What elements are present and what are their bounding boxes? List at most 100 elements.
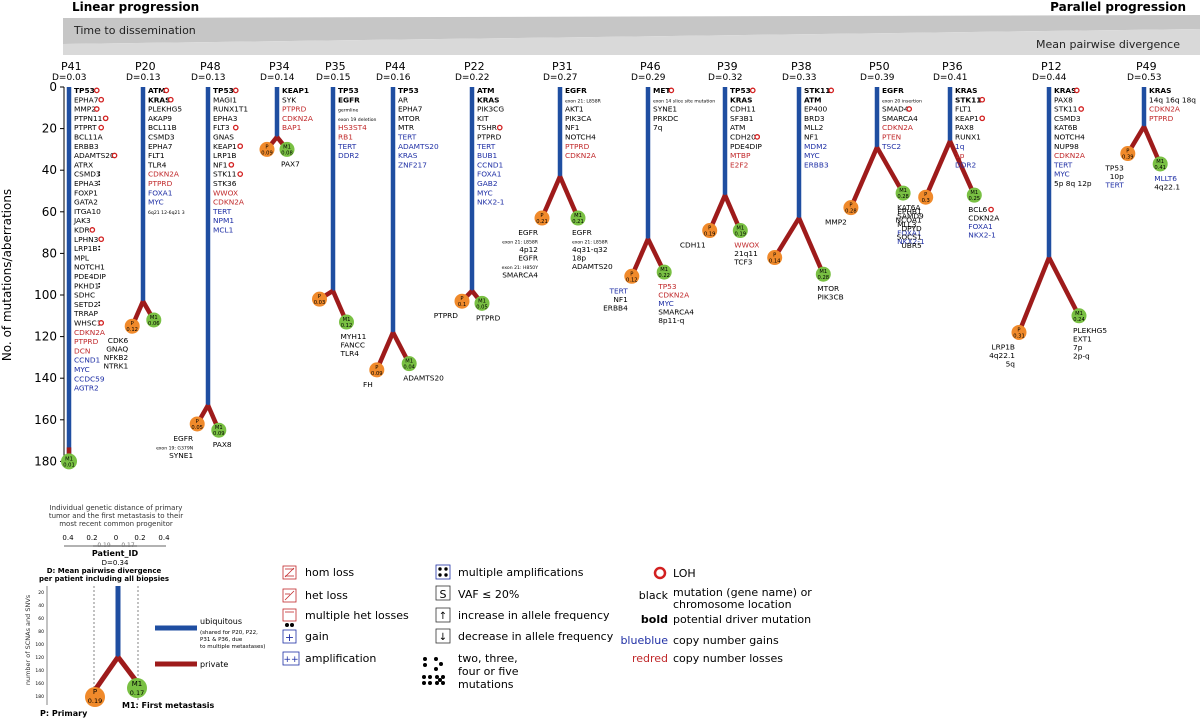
distance-key-tick: 0 [114,534,118,542]
metastasis-node-label: 0.05 [476,304,488,310]
tree-p41: P41D=0.03M10.01TP53EPHA7MMP2PTPN11PTPRTB… [52,60,118,470]
distance-key-d-label: D=0.34 [102,559,129,567]
trunk-gene: TRRAP [73,309,99,318]
metastasis-node-label: 0.06 [148,321,160,327]
primary-gene: CDK6 [108,336,129,345]
trunk-gene: NPM1 [213,216,234,225]
trunk-gene: ZNF217 [398,160,427,169]
primary-node-label: P [318,294,321,300]
tree-key-ubiquitous-note-2: P31 & P36, due [200,637,243,643]
primary-node [534,210,550,226]
trunk-gene: GNAS [213,133,234,142]
patient-divergence: D=0.16 [376,73,411,83]
trunk-gene: PAX8 [1054,95,1073,104]
tree-key-met-caption: M1: First metastasis [122,701,215,710]
trunk-gene: MET [653,86,670,95]
metastasis-node [1152,156,1168,172]
metastasis-node-label: M1 [1156,159,1164,165]
private-branch-met [557,175,581,219]
trunk-gene: NF1 [213,160,228,169]
metastasis-node-label: M1 [343,317,351,323]
trunk-gene: TERT [1053,160,1073,169]
tree-key-met-node [127,678,147,698]
metastasis-gene: MYC [658,299,674,308]
loh-icon [754,134,761,140]
metastasis-gene: EXT1 [1073,334,1092,343]
metastasis-node-label: M1 [970,190,978,196]
trunk-gene: exon 20 insertion [882,98,922,104]
trunk-gene: NUP98 [1054,142,1079,151]
primary-node-label: P [375,365,378,371]
patient-divergence: D=0.32 [708,73,743,83]
legend-amplification: amplification [305,652,376,665]
y-tick-label: 120 [34,330,57,344]
trunk-gene: KIT [477,114,489,123]
patient-id: P20 [135,60,156,73]
trunk-gene: STK11 [804,86,830,95]
trunk-gene: BCL11B [148,123,177,132]
loh-icon [167,96,174,103]
primary-gene: DPYD [901,224,921,233]
primary-node [312,291,327,307]
trunk-gene: CDH11 [730,105,756,114]
trunk-gene: CDKN2A [882,123,913,132]
svg-text:S: S [440,588,447,601]
trunk-gene: TP53 [398,86,419,95]
tree-key: number of SCNAs and SNVs 204060801001201… [24,586,265,718]
trunk-gene: MTOR [398,114,420,123]
legend: hom loss het loss multiple het losses + … [282,564,812,691]
private-branch-primary [539,175,563,219]
distance-key-tick: 0.2 [86,534,97,542]
primary-node-label: 0.12 [126,327,138,333]
trunk-gene: CSMD3 [148,133,175,142]
patient-divergence: D=0.13 [191,73,226,83]
svg-text:↑: ↑ [439,611,447,622]
primary-gene: exon 21: H850Y [502,265,539,271]
patient-divergence: D=0.27 [543,73,578,83]
y-axis-label: No. of mutations/aberrations [0,189,14,361]
mutation-dot [98,174,101,177]
trunk-gene: STK36 [213,179,237,188]
metastasis-gene: KAT6A [897,203,920,212]
loh-icon [749,87,756,94]
trunk-gene: PDE4DIP [74,272,106,281]
trunk-gene: EPHA7 [398,105,423,114]
vaf-icon: S [435,585,451,601]
patient-id: P44 [385,60,406,73]
trunk-gene: PTPRD [282,105,307,114]
patient-id: P50 [869,60,890,73]
primary-node [843,200,859,216]
mutation-dot [98,245,101,248]
trunk-gene: exon 14 slice site mutation [653,98,715,104]
tree-key-ylabel: number of SCNAs and SNVs [24,594,32,685]
private-branch-met [875,146,906,195]
trunk-gene: CCND1 [74,356,101,365]
metastasis-node-label: 0.01 [63,462,75,468]
patient-id: P35 [325,60,346,73]
loh-icon [653,566,667,580]
trunk-gene: NOTCH1 [74,263,105,272]
trunk-gene: KDR [74,226,90,235]
metastasis-node [339,314,354,330]
trunk-gene: TP53 [213,86,234,95]
time-to-dissemination-label: Time to dissemination [73,24,196,37]
tree-key-tick: 60 [38,616,44,622]
trunk-gene: STK11 [213,170,237,179]
loh-icon [111,152,118,159]
primary-gene: NF1 [613,295,628,304]
primary-node-label: 0.21 [536,219,548,225]
primary-gene: EGFR [518,228,538,237]
metastasis-node [570,210,586,226]
legend-multiple-amplifications: multiple amplifications [458,566,584,579]
tree-p36: P36D=0.41P0.3M10.25EPHB1NCOA1DPYDSOCS1UB… [896,60,1000,250]
patient-divergence: D=0.53 [1127,73,1162,83]
tree-key-ubiquitous-note: (shared for P20, P22, [200,630,258,636]
metastasis-node [656,264,672,280]
distance-key-right-value: 0.17 [121,542,135,549]
trunk-gene: TP53 [730,86,751,95]
trunk-gene: EGFR [338,95,360,104]
trunk-gene: EPHA7 [74,95,99,104]
trunk-gene: 14q 16q 18q [1149,95,1196,104]
tree-key-primary-p: P [93,688,97,696]
legend-mutations-line1: two, three, [458,652,518,665]
